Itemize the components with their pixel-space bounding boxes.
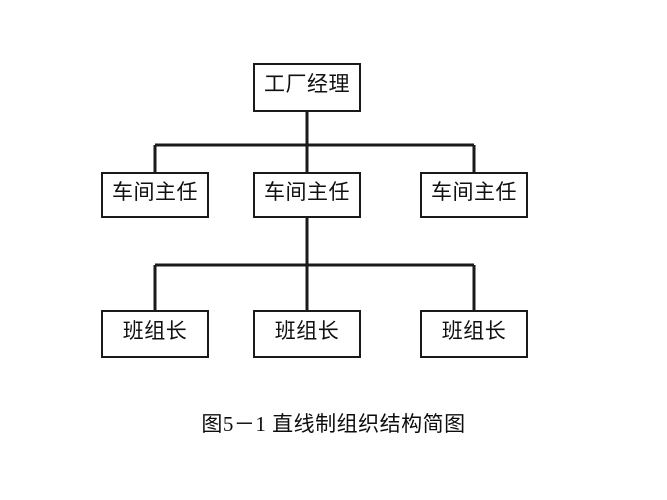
node-team-leader-3[interactable]: 班组长 (420, 310, 528, 358)
node-label: 车间主任 (112, 179, 198, 204)
node-label: 班组长 (441, 318, 507, 343)
node-label: 班组长 (122, 318, 188, 343)
node-label: 班组长 (274, 318, 340, 343)
node-label: 工厂经理 (264, 72, 350, 96)
node-workshop-director-1[interactable]: 车间主任 (101, 172, 209, 218)
node-factory-manager[interactable]: 工厂经理 (253, 63, 361, 112)
node-label: 车间主任 (264, 179, 350, 204)
node-team-leader-1[interactable]: 班组长 (101, 310, 209, 358)
figure-caption: 图5－1 直线制组织结构简图 (201, 412, 466, 436)
node-workshop-director-3[interactable]: 车间主任 (420, 172, 528, 218)
node-label: 车间主任 (431, 179, 517, 204)
node-team-leader-2[interactable]: 班组长 (253, 310, 361, 358)
node-workshop-director-2[interactable]: 车间主任 (253, 172, 361, 218)
